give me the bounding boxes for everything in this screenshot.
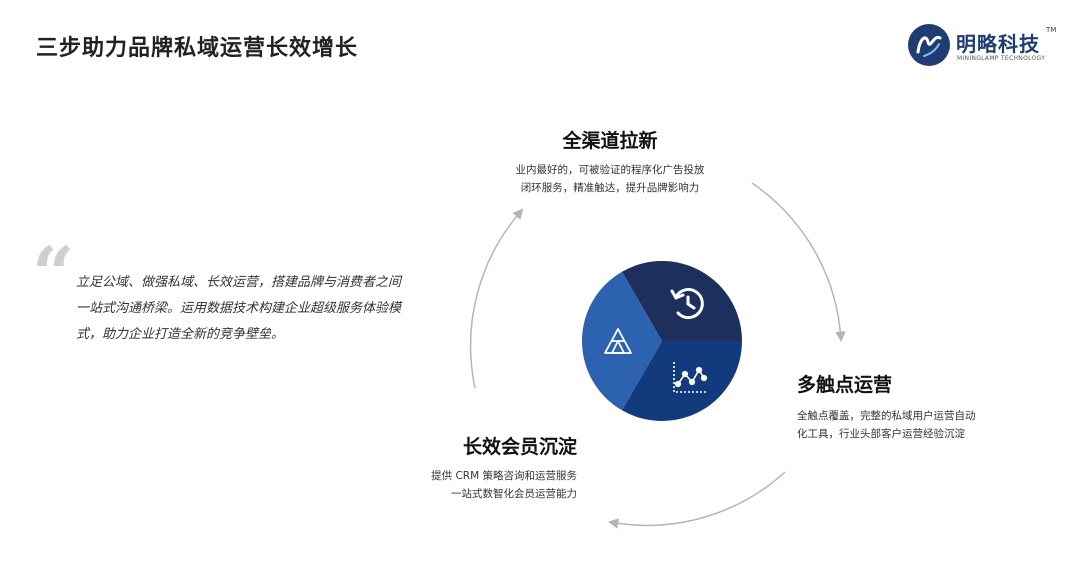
company-logo: 明略科技 TM MININGLAMP TECHNOLOGY (906, 22, 1056, 70)
step-desc-line: 化工具，行业头部客户运营经验沉淀 (797, 428, 965, 440)
clock-refresh-icon (670, 288, 704, 320)
cycle-arrow-left (469, 208, 524, 389)
cycle-arrow-bottom (607, 471, 786, 529)
step-desc-line: 全触点覆盖，完整的私域用户运营自动 (797, 410, 976, 422)
triangle-layers-icon (604, 328, 632, 354)
step-title: 长效会员沉淀 (462, 436, 577, 458)
step-desc-line: 业内最好的，可被验证的程序化广告投放 (515, 164, 705, 176)
step-block-right: 多触点运营 全触点覆盖，完整的私域用户运营自动 化工具，行业头部客户运营经验沉淀 (797, 370, 1017, 443)
step-block-left: 长效会员沉淀 提供 CRM 策略咨询和运营服务 一站式数智化会员运营能力 (392, 432, 577, 503)
quote-text: 立足公域、做强私域、长效运营，搭建品牌与消费者之间一站式沟通桥梁。运用数据技术构… (76, 275, 402, 342)
step-title: 全渠道拉新 (562, 130, 658, 152)
step-desc-line: 一站式数智化会员运营能力 (451, 488, 577, 500)
page-title: 三步助力品牌私域运营长效增长 (36, 36, 359, 61)
scatter-chart-icon (673, 362, 708, 393)
logo-subtitle: MININGLAMP TECHNOLOGY (957, 55, 1046, 62)
step-block-top: 全渠道拉新 业内最好的，可被验证的程序化广告投放 闭环服务，精准触达，提升品牌影… (490, 126, 730, 197)
segment-top (622, 260, 742, 341)
quote-mark-icon: “ (32, 232, 75, 318)
step-title: 多触点运营 (797, 374, 893, 396)
cycle-arrow-top-right (751, 182, 846, 343)
step-desc-line: 提供 CRM 策略咨询和运营服务 (431, 470, 577, 482)
logo-name: 明略科技 (956, 32, 1040, 56)
logo-mark-icon (908, 24, 950, 66)
step-desc-line: 闭环服务，精准触达，提升品牌影响力 (520, 182, 700, 194)
segment-bottom-right (622, 341, 742, 422)
logo-trademark: TM (1046, 26, 1057, 34)
